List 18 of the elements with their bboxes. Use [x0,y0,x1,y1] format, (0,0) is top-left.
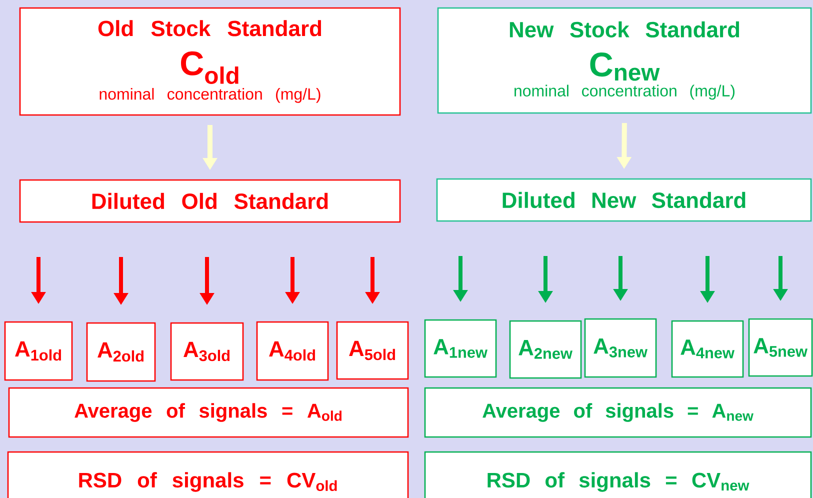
signal-box: A$_{5new}$ [748,318,813,377]
signal-box: A$_{3old}$ [170,322,244,381]
stock-standard-box: New Stock Standard C$_{new}$ nominal concentration (mg/L) [437,7,812,114]
rsd-box: RSD of signals = CV$_{old}$ [7,451,409,498]
signal-box: A$_{2old}$ [86,322,156,382]
signal-box: A$_{4old}$ [256,321,329,381]
average-box: Average of signals = A$_{new}$ [424,387,812,438]
diluted-standard-box: Diluted Old Standard [19,179,401,223]
signal-box: A$_{1new}$ [424,319,497,378]
diluted-standard-box: Diluted New Standard [436,178,812,222]
stock-standard-box: Old Stock Standard C$_{old}$ nominal concentration (mg/L) [19,7,401,116]
rsd-box: RSD of signals = CV$_{new}$ [424,451,812,498]
signal-box: A$_{3new}$ [584,318,657,378]
signal-box: A$_{1old}$ [4,321,73,381]
signal-box: A$_{4new}$ [671,320,744,378]
signal-box: A$_{5old}$ [336,321,409,380]
average-box: Average of signals = A$_{old}$ [8,387,409,438]
signal-box: A$_{2new}$ [509,320,582,379]
